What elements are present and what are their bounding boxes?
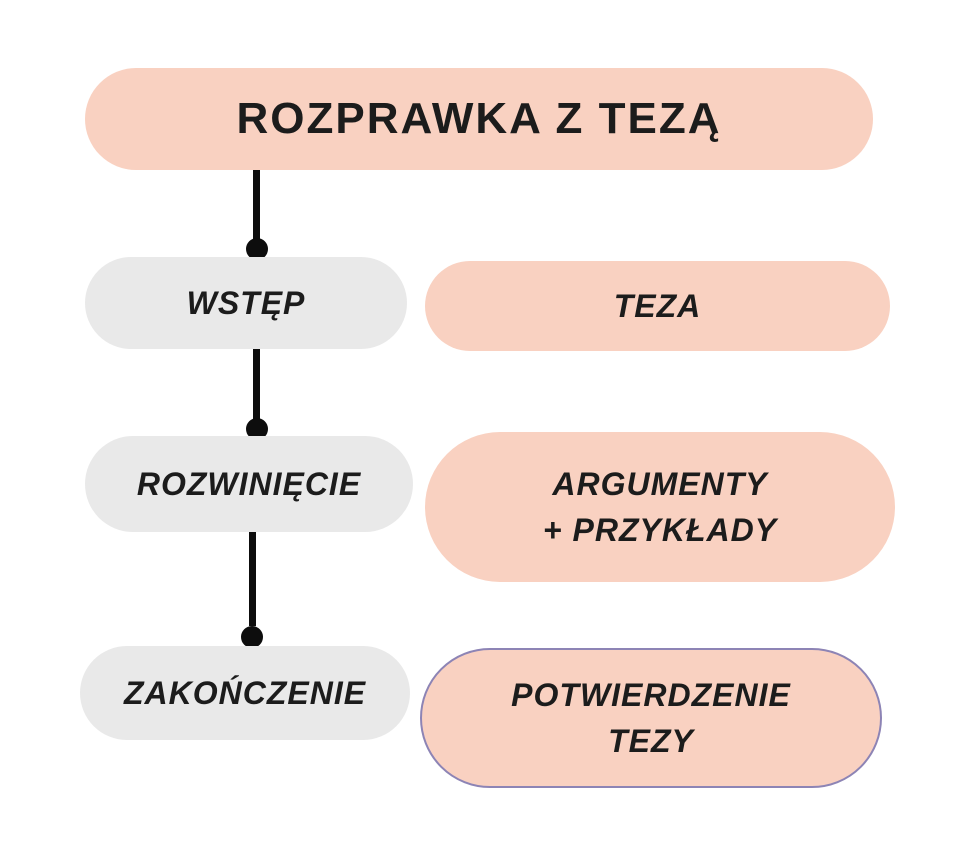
detail-label: TEZA <box>614 283 702 329</box>
detail-pill-teza: TEZA <box>425 261 890 351</box>
connector-dot-2 <box>246 418 268 440</box>
detail-label: ARGUMENTY + PRZYKŁADY <box>543 461 777 554</box>
stage-label: ZAKOŃCZENIE <box>123 674 367 711</box>
diagram-title: ROZPRAWKA Z TEZĄ <box>236 94 722 143</box>
connector-line-1 <box>253 170 260 243</box>
detail-line: TEZY <box>608 723 694 759</box>
stage-label: ROZWINIĘCIE <box>136 465 362 502</box>
detail-line: TEZA <box>613 287 702 324</box>
detail-line: ARGUMENTY <box>552 465 768 502</box>
detail-label: POTWIERDZENIE TEZY <box>511 672 791 765</box>
connector-dot-3 <box>241 626 263 648</box>
detail-line: POTWIERDZENIE <box>511 676 791 713</box>
stage-pill-zakonczenie: ZAKOŃCZENIE <box>80 646 410 740</box>
detail-pill-argumenty: ARGUMENTY + PRZYKŁADY <box>425 432 895 582</box>
stage-pill-wstep: WSTĘP <box>85 257 407 349</box>
detail-line: + PRZYKŁADY <box>542 512 778 548</box>
title-pill: ROZPRAWKA Z TEZĄ <box>85 68 873 170</box>
stage-pill-rozwiniecie: ROZWINIĘCIE <box>85 436 413 532</box>
detail-pill-potwierdzenie: POTWIERDZENIE TEZY <box>420 648 882 788</box>
connector-dot-1 <box>246 238 268 260</box>
stage-label: WSTĘP <box>186 284 306 321</box>
connector-line-2 <box>253 349 260 419</box>
connector-line-3 <box>249 532 256 626</box>
